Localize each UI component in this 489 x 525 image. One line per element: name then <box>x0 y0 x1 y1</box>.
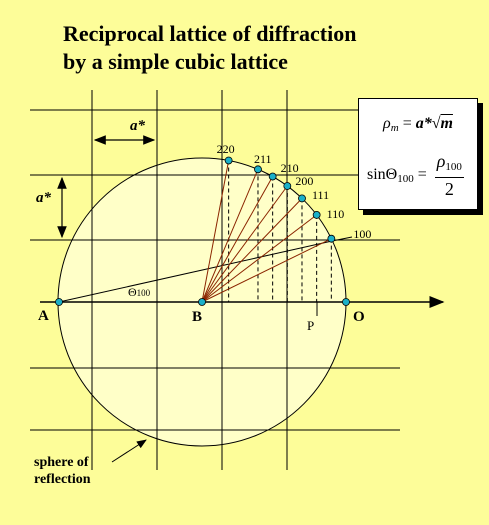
point-111 <box>298 194 306 203</box>
ray-211 <box>201 169 259 303</box>
sphere-label-arrow <box>111 439 147 463</box>
ray-210 <box>201 176 274 303</box>
point-200 <box>283 182 292 190</box>
ray-100 <box>201 238 332 303</box>
formula-box: ρm = a*√m sinΘ100 = ρ100 2 <box>358 98 478 210</box>
reflection-rays <box>201 160 332 303</box>
a-star-symbol: a* <box>415 115 432 132</box>
theta-subscript: 100 <box>136 288 151 298</box>
point-100 <box>327 234 336 243</box>
point-110 <box>312 210 321 219</box>
fraction: ρ100 2 <box>434 151 464 200</box>
hkl-label-200: 200 <box>295 173 314 188</box>
reflection-points <box>224 156 336 243</box>
a-star-vertical-label: a* <box>36 190 51 206</box>
hkl-label-100: 100 <box>353 226 372 241</box>
hkl-label-220: 220 <box>216 142 235 157</box>
formula-sin-theta: sinΘ100 = ρ100 2 <box>367 151 464 200</box>
sqrt-icon: √ <box>431 115 441 132</box>
point-220 <box>224 156 233 165</box>
formula-rho-m: ρm = a*√m <box>359 115 477 134</box>
numerator-subscript: 100 <box>445 161 462 173</box>
numerator-rho: ρ <box>436 151 446 171</box>
point-o-marker <box>342 298 350 306</box>
point-o-label: O <box>353 309 365 325</box>
point-a-marker <box>55 298 63 306</box>
sphere-label-line-2: reflection <box>34 472 91 487</box>
hkl-label-210: 210 <box>280 160 299 175</box>
sphere-label-line-1: sphere of <box>34 455 89 470</box>
point-b-marker <box>198 298 206 306</box>
a-to-100-line <box>58 240 333 303</box>
theta-label: Θ100 <box>128 285 150 300</box>
projection-dashes <box>228 160 332 302</box>
equals-sign: = <box>398 115 416 132</box>
m-symbol: m <box>440 115 453 132</box>
hkl-label-110: 110 <box>326 206 345 221</box>
point-a-label: A <box>38 308 49 324</box>
fraction-numerator: ρ100 <box>434 151 464 178</box>
ray-111 <box>201 198 303 303</box>
rho-subscript: m <box>390 122 399 134</box>
title-line-1: Reciprocal lattice of diffraction <box>63 21 357 46</box>
sin-theta-subscript: 100 <box>397 173 414 186</box>
ray-200 <box>201 185 288 303</box>
point-p-label: P <box>307 318 315 333</box>
ray-220 <box>201 160 230 303</box>
theta-symbol: Θ <box>128 285 137 299</box>
a-star-horizontal-label: a* <box>130 118 145 134</box>
point-b-label: B <box>192 309 203 325</box>
sin-theta-symbol: sinΘ <box>367 166 398 184</box>
ray-110 <box>201 214 317 303</box>
fraction-denominator: 2 <box>444 179 454 199</box>
rho-symbol: ρ <box>383 115 391 132</box>
hkl-label-211: 211 <box>253 152 272 167</box>
label-100-leader <box>331 236 353 242</box>
title-line-2: by a simple cubic lattice <box>63 49 288 74</box>
point-210 <box>268 172 277 181</box>
hkl-label-111: 111 <box>311 188 330 203</box>
point-211 <box>254 165 262 174</box>
sphere-of-reflection-label: sphere of reflection <box>34 454 114 488</box>
